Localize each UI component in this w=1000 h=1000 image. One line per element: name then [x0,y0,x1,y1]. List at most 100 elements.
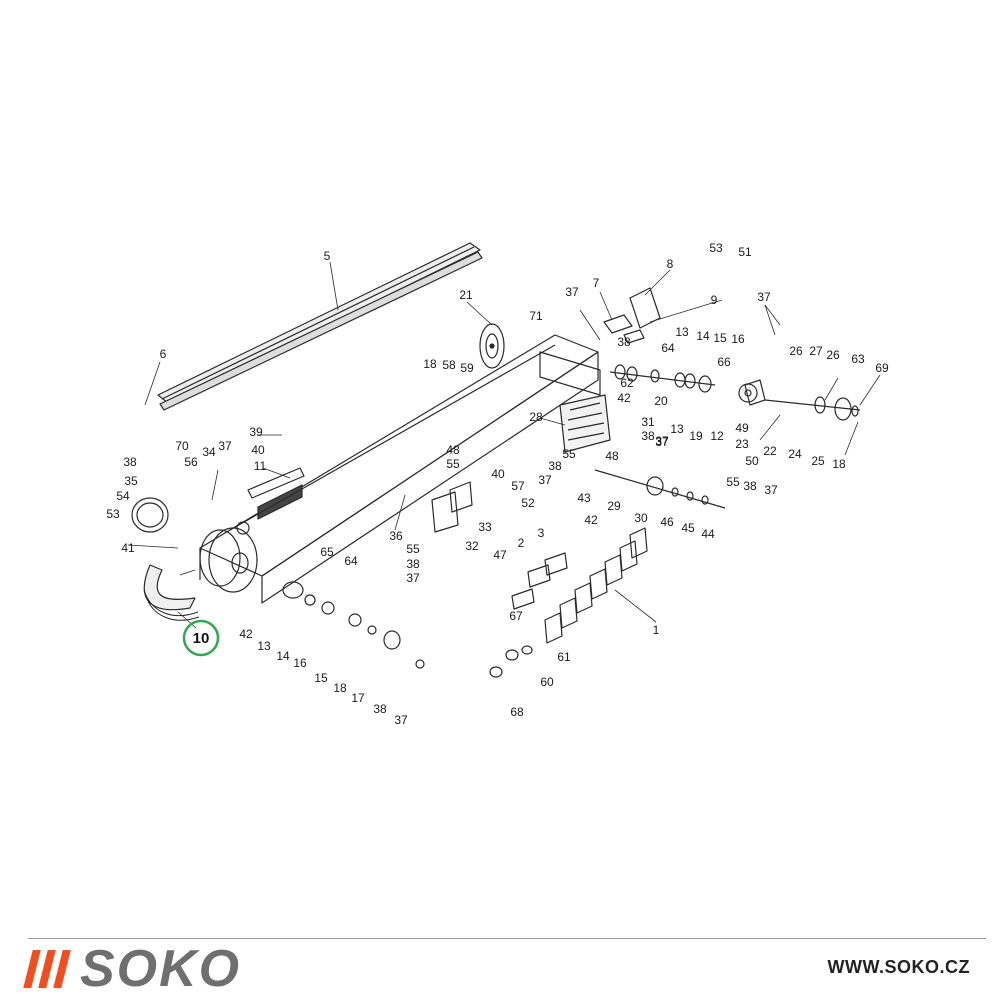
part-number-label: 38 [743,479,757,493]
small-plates [511,552,568,610]
finger-plates [544,527,648,644]
part-number-label: 44 [701,527,715,541]
shaft-assembly [609,364,861,421]
part-number-label: 37 [565,285,579,299]
part-number-label: 37 [655,435,669,449]
website-link[interactable]: WWW.SOKO.CZ [827,957,970,977]
part-number-label: 12 [710,429,724,443]
part-number-label: 33 [478,520,492,534]
part-number-label: 62 [620,376,634,390]
part-number-label: 51 [738,245,752,259]
part-number-label: 1 [653,623,660,637]
part-number-label: 24 [788,447,802,461]
part-number-label: 25 [811,454,825,468]
part-number-label: 19 [689,429,703,443]
part-number-label: 38 [373,702,387,716]
part-number-label: 9 [711,293,718,307]
part-number-label: 60 [540,675,554,689]
footer-divider [28,938,986,939]
part-number-label: 14 [276,649,290,663]
part-number-label: 38 [641,429,655,443]
part-number-label: 34 [202,445,216,459]
brand-logo: SOKO [23,940,242,998]
part-number-label: 13 [670,422,684,436]
part-number-label: 48 [446,443,460,457]
part-number-label: 26 [826,348,840,362]
fittings [489,645,533,678]
clamp-band [143,564,200,621]
part-number-label: 55 [446,457,460,471]
upper-plates [603,287,661,344]
brand-name: SOKO [80,940,242,998]
part-number-label: 39 [249,425,263,439]
part-number-label: 22 [763,444,777,458]
part-number-label: 56 [184,455,198,469]
part-number-label: 50 [745,454,759,468]
part-number-label: 15 [314,671,328,685]
highlight-marker: 10 [182,619,220,657]
part-number-label: 37 [394,713,408,727]
part-number-label: 21 [459,288,473,302]
part-number-label: 66 [717,355,731,369]
part-number-label: 18 [832,457,846,471]
part-number-label: 13 [257,639,271,653]
part-number-label: 52 [521,496,535,510]
part-number-label: 38 [548,459,562,473]
part-number-label: 46 [660,515,674,529]
drive-housing [559,394,611,453]
part-number-label: 23 [735,437,749,451]
part-number-label: 37 [764,483,778,497]
part-number-label: 36 [389,529,403,543]
part-number-label: 43 [577,491,591,505]
part-number-label: 70 [175,439,189,453]
part-number-label: 47 [493,548,507,562]
part-number-label: 16 [293,656,307,670]
highlighted-part-label: 10 [193,630,210,647]
part-number-label: 55 [406,542,420,556]
machine-drawing [127,242,881,678]
exploded-parts-diagram: 5853517379372171381314151664662627266369… [106,241,889,727]
part-number-label: 26 [789,344,803,358]
part-number-label: 55 [562,447,576,461]
rail-part [157,242,483,411]
part-number-label: 38 [406,557,420,571]
end-wheel [199,521,258,593]
part-number-label: 37 [218,439,232,453]
bearing-stack [282,581,425,669]
part-number-label: 53 [709,241,723,255]
leader-lines [127,261,881,629]
part-number-label: 13 [675,325,689,339]
part-number-label: 27 [809,344,823,358]
part-number-label: 58 [442,358,456,372]
part-number-label: 40 [491,467,505,481]
sprocket [738,383,758,403]
part-number-label: 68 [510,705,524,719]
part-number-label: 37 [406,571,420,585]
part-number-label: 28 [529,410,543,424]
part-number-label: 8 [667,257,674,271]
part-number-label: 6 [160,347,167,361]
part-number-label: 61 [557,650,571,664]
part-number-label: 63 [851,352,865,366]
part-number-label: 20 [654,394,668,408]
part-number-label: 54 [116,489,130,503]
part-number-label: 31 [641,415,655,429]
part-number-label: 64 [661,341,675,355]
part-number-label: 45 [681,521,695,535]
clamp-ring [131,497,169,533]
part-number-label: 64 [344,554,358,568]
part-number-label: 67 [509,609,523,623]
part-number-label: 11 [254,459,267,473]
part-number-label: 38 [123,455,137,469]
part-number-label: 57 [511,479,525,493]
part-number-label: 38 [617,335,631,349]
part-number-label: 14 [696,329,710,343]
part-number-label: 37 [757,290,771,304]
logo-bars-icon [23,950,71,988]
part-number-label: 16 [731,332,745,346]
part-number-label: 42 [239,627,253,641]
part-number-label: 71 [529,309,543,323]
part-number-label: 40 [251,443,265,457]
part-number-label: 30 [634,511,648,525]
